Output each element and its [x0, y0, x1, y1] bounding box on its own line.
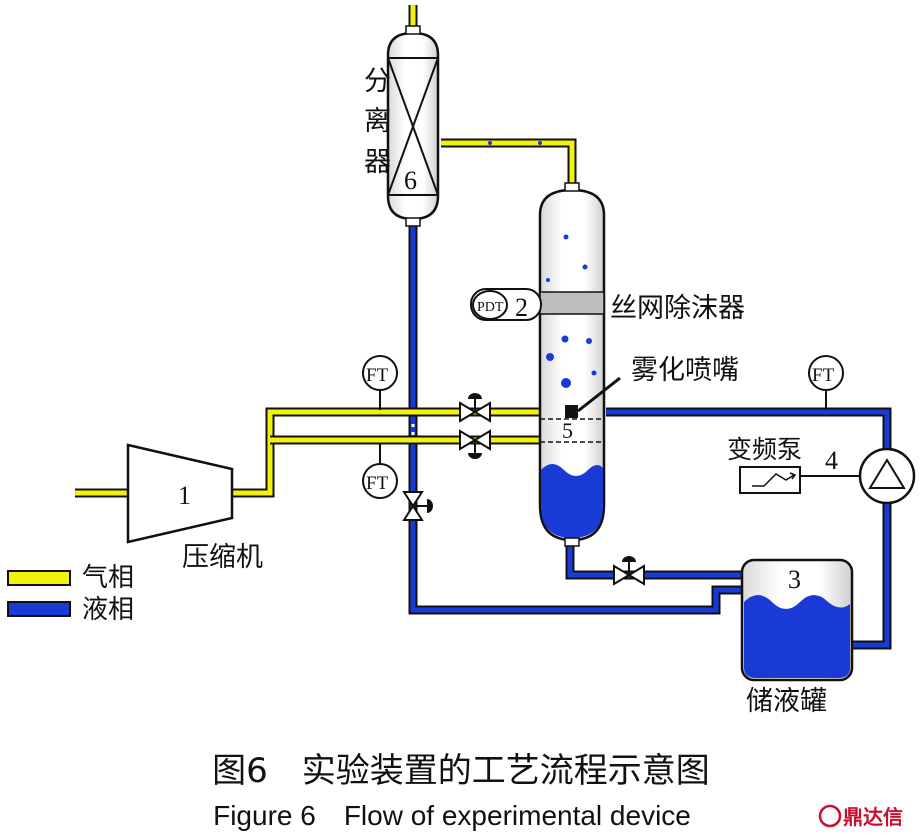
vfd-box — [739, 466, 801, 494]
tank-number: 3 — [788, 565, 801, 594]
separator-vessel — [386, 25, 440, 227]
separator-label-char-1: 分 — [364, 66, 391, 97]
tank-label: 储液罐 — [746, 686, 827, 717]
column-section-number: 5 — [562, 418, 573, 443]
column-number: 2 — [515, 293, 528, 322]
ft-liquid-label: FT — [812, 365, 835, 386]
nozzle-label: 雾化喷嘴 — [631, 355, 739, 386]
legend-gas-swatch — [7, 570, 71, 586]
watermark-logo: 鼎达信 — [818, 804, 903, 829]
liquid-pipes — [408, 222, 892, 650]
valve-gas-upper — [459, 393, 491, 423]
caption-english: Figure 6 Flow of experimental device — [213, 800, 691, 831]
storage-tank — [740, 558, 854, 682]
ft-gas-upper-label: FT — [366, 365, 389, 386]
separator-num-bg — [401, 164, 425, 192]
pump-number: 4 — [825, 446, 838, 475]
mesh-demister-label: 丝网除沫器 — [610, 293, 745, 324]
valve-gas-lower — [459, 429, 491, 459]
legend-liquid-swatch — [7, 601, 71, 617]
valve-column-drain — [613, 556, 645, 586]
legend-gas-label: 气相 — [82, 563, 134, 593]
pump-label: 变频泵 — [727, 435, 802, 464]
separator-number: 6 — [404, 166, 417, 195]
compressor — [126, 443, 234, 544]
caption-chinese: 图6 实验装置的工艺流程示意图 — [212, 751, 710, 791]
compressor-label: 压缩机 — [182, 542, 263, 573]
separator-label-char-3: 器 — [364, 147, 391, 178]
pdt-label: PDT — [477, 300, 504, 315]
pump — [800, 447, 916, 505]
valve-return — [402, 491, 433, 521]
ft-gas-upper: FT — [362, 355, 398, 410]
ft-liquid: FT — [808, 355, 844, 410]
pdt-instrument — [470, 288, 542, 321]
ft-gas-lower-label: FT — [366, 473, 389, 494]
gas-pipes — [75, 5, 577, 498]
ft-gas-lower: FT — [362, 443, 398, 499]
legend: 气相 液相 — [7, 563, 134, 625]
spray-column — [538, 182, 621, 547]
compressor-number: 1 — [178, 481, 191, 510]
separator-label-char-2: 离 — [364, 106, 391, 137]
legend-liquid-label: 液相 — [82, 595, 134, 625]
watermark-text: 鼎达信 — [843, 805, 903, 829]
